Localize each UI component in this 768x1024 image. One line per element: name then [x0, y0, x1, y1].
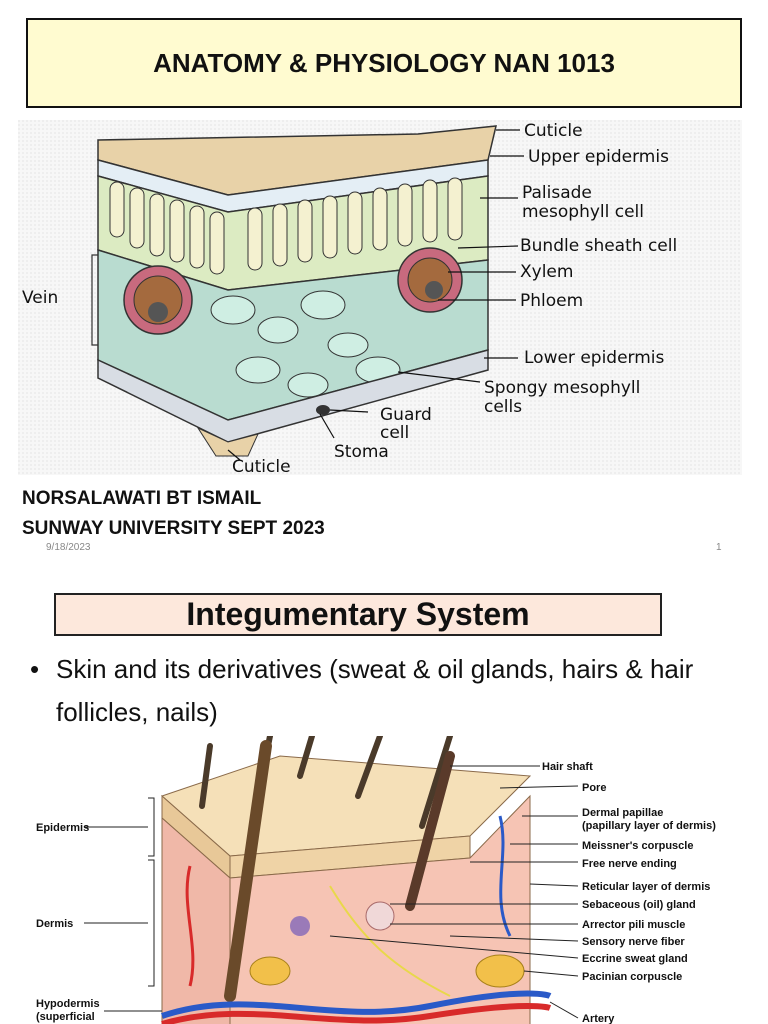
bullet-item: • Skin and its derivatives (sweat & oil …	[30, 648, 740, 734]
bullet-icon: •	[30, 648, 56, 734]
slide-2: Integumentary System • Skin and its deri…	[0, 576, 768, 1024]
slide-title: ANATOMY & PHYSIOLOGY NAN 1013	[153, 48, 615, 79]
slide-number: 1	[716, 542, 722, 553]
sebaceous-gland-shape	[366, 902, 394, 930]
slide-date: 9/18/2023	[46, 542, 91, 553]
slide-title: Integumentary System	[186, 596, 529, 633]
slide-1: ANATOMY & PHYSIOLOGY NAN 1013	[0, 0, 768, 562]
label-pacinian: Pacinian corpuscle	[582, 971, 682, 983]
slide-title-box: Integumentary System	[54, 593, 662, 636]
label-dermal-papillae-1: Dermal papillae	[582, 807, 663, 819]
label-cuticle-bottom: Cuticle	[232, 457, 291, 475]
pacinian-corpuscle-left	[250, 957, 290, 985]
vein-right	[398, 248, 462, 312]
label-dermal-papillae-2: (papillary layer of dermis)	[582, 820, 716, 832]
label-guard-2: cell	[380, 423, 409, 443]
label-stoma: Stoma	[334, 442, 389, 462]
label-sensory: Sensory nerve fiber	[582, 936, 685, 948]
sweat-gland-coil	[290, 916, 310, 936]
vein-left	[124, 266, 192, 334]
slide-title-box: ANATOMY & PHYSIOLOGY NAN 1013	[26, 18, 742, 108]
label-spongy-2: cells	[484, 397, 522, 417]
label-arrector: Arrector pili muscle	[582, 919, 685, 931]
layer-brackets	[84, 798, 162, 1011]
label-xylem: Xylem	[520, 262, 573, 282]
bullet-text: Skin and its derivatives (sweat & oil gl…	[56, 648, 740, 734]
leaf-cross-section-diagram: Cuticle Upper epidermis Palisade mesophy…	[18, 120, 742, 475]
label-meissner: Meissner's corpuscle	[582, 840, 693, 852]
label-bundle-sheath: Bundle sheath cell	[520, 236, 677, 256]
pacinian-corpuscle-right	[476, 955, 524, 987]
skin-surface-shape	[162, 756, 530, 856]
label-spongy-1: Spongy mesophyll	[484, 378, 640, 398]
label-lower-epidermis: Lower epidermis	[524, 348, 665, 368]
label-cuticle-top: Cuticle	[524, 121, 583, 141]
author-name: NORSALAWATI BT ISMAIL	[22, 488, 261, 510]
label-dermis: Dermis	[36, 918, 73, 930]
label-sebaceous: Sebaceous (oil) gland	[582, 899, 696, 911]
label-artery: Artery	[582, 1013, 615, 1024]
label-reticular: Reticular layer of dermis	[582, 881, 710, 893]
label-palisade-2: mesophyll cell	[522, 202, 644, 222]
label-phloem: Phloem	[520, 291, 583, 311]
label-upper-epidermis: Upper epidermis	[528, 147, 669, 167]
label-free-nerve: Free nerve ending	[582, 858, 677, 870]
label-hypodermis-2: (superficial	[36, 1011, 95, 1023]
label-hair-shaft: Hair shaft	[542, 761, 593, 773]
label-eccrine: Eccrine sweat gland	[582, 953, 688, 965]
institution-name: SUNWAY UNIVERSITY SEPT 2023	[22, 518, 325, 540]
skin-cross-section-diagram: Hair shaft Pore Dermal papillae (papilla…	[30, 736, 750, 1024]
label-hypodermis-1: Hypodermis	[36, 998, 100, 1010]
label-guard-1: Guard	[380, 405, 432, 425]
label-pore: Pore	[582, 782, 606, 794]
label-vein: Vein	[22, 288, 58, 308]
stoma-shape	[316, 405, 330, 415]
slide-gap	[0, 562, 768, 576]
label-palisade-1: Palisade	[522, 183, 592, 203]
label-epidermis: Epidermis	[36, 822, 89, 834]
